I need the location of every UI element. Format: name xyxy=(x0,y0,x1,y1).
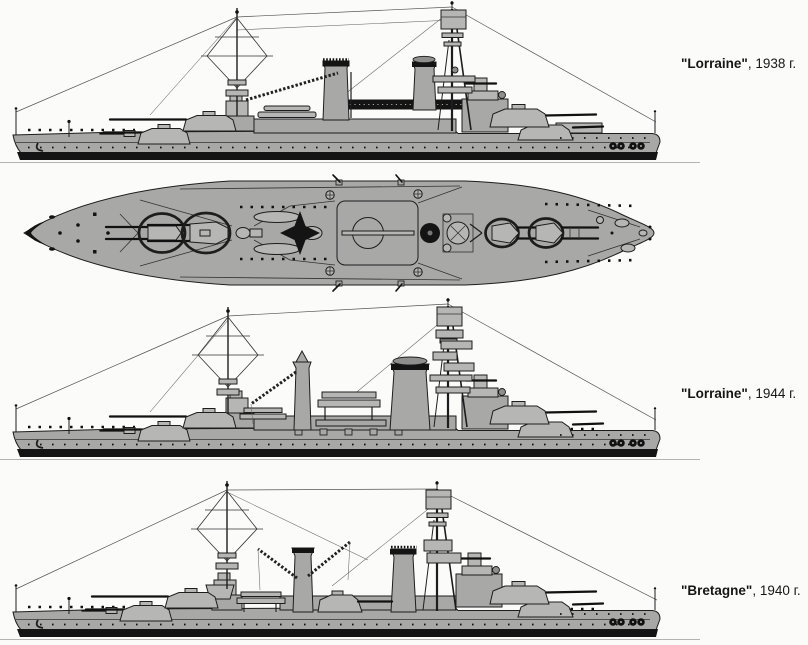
label-lorraine-1944: "Lorraine", 1944 г. xyxy=(681,386,808,401)
ship-year: , 1940 г. xyxy=(752,583,801,598)
ship-name: "Lorraine" xyxy=(681,386,748,401)
funnel xyxy=(389,356,431,431)
mainmast-tripod xyxy=(421,479,462,613)
funnel-1-plan xyxy=(280,211,320,255)
boat-deck xyxy=(239,391,387,427)
mainmast-tripod xyxy=(432,0,476,133)
rigging xyxy=(15,6,657,123)
label-bretagne-1940: "Bretagne", 1940 г. xyxy=(681,583,808,598)
quarterdeck-plan xyxy=(596,216,652,253)
label-lorraine-1938: "Lorraine", 1938 г. xyxy=(681,56,808,71)
boat-crane-boom xyxy=(245,71,339,102)
lorraine-1938-profile xyxy=(0,0,702,164)
deck-lines xyxy=(119,185,641,281)
foremast xyxy=(200,7,274,117)
lorraine-1944-profile xyxy=(0,296,702,461)
rigging xyxy=(15,488,658,601)
ship-name: "Bretagne" xyxy=(681,583,753,598)
capstans xyxy=(325,189,423,277)
ship-year: , 1938 г. xyxy=(747,56,797,71)
ship-name: "Lorraine" xyxy=(681,56,748,71)
funnels xyxy=(322,55,437,121)
rigging xyxy=(15,303,657,421)
aft-turrets-plan xyxy=(484,202,639,264)
mainmast-tripod xyxy=(429,296,475,430)
overhead-plan-view xyxy=(23,174,655,292)
forward-turrets-plan xyxy=(104,211,232,255)
foremast xyxy=(191,306,265,416)
bretagne-1940-profile xyxy=(0,479,702,641)
funnels-and-cranes xyxy=(257,540,417,613)
midships-plan xyxy=(235,174,483,292)
foremast xyxy=(190,480,264,590)
amidships-turret xyxy=(317,590,394,613)
sponson-guns xyxy=(332,174,405,292)
boat-deck xyxy=(236,591,286,612)
ship-year: , 1944 г. xyxy=(747,386,797,401)
crane-kingpost xyxy=(250,349,312,431)
foredeck-fittings xyxy=(49,212,110,254)
